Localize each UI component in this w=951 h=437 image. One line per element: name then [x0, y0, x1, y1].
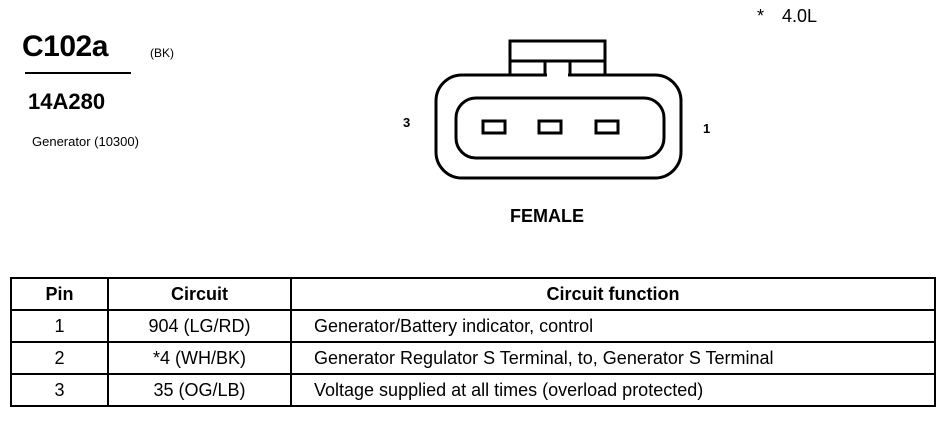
header-circuit-function: Circuit function [290, 277, 936, 311]
pin-slot-3 [481, 119, 507, 135]
cell-pin: 1 [10, 309, 109, 343]
pin-slot-2 [537, 119, 563, 135]
title-underline [25, 72, 131, 74]
table-header-row: Pin Circuit Circuit function [10, 277, 936, 311]
component-name: Generator (10300) [32, 134, 139, 149]
pin-label-right: 1 [703, 121, 711, 136]
cell-function: Generator Regulator S Terminal, to, Gene… [290, 341, 936, 375]
connector-face-diagram [434, 39, 683, 180]
table-row: 3 35 (OG/LB) Voltage supplied at all tim… [10, 373, 936, 407]
connector-housing [434, 73, 683, 180]
cell-pin: 2 [10, 341, 109, 375]
pin-label-left: 3 [403, 115, 411, 130]
table-row: 1 904 (LG/RD) Generator/Battery indicato… [10, 309, 936, 343]
pin-table: Pin Circuit Circuit function 1 904 (LG/R… [10, 277, 936, 407]
connector-color-code: (BK) [150, 46, 174, 60]
cell-circuit: *4 (WH/BK) [107, 341, 292, 375]
engine-note: * 4.0L [757, 6, 817, 27]
cell-pin: 3 [10, 373, 109, 407]
connector-id: C102a [22, 30, 108, 63]
pin-slot-1 [594, 119, 620, 135]
part-number: 14A280 [28, 89, 106, 114]
engine-note-text: 4.0L [782, 6, 818, 26]
table-row: 2 *4 (WH/BK) Generator Regulator S Termi… [10, 341, 936, 375]
header-pin: Pin [10, 277, 109, 311]
connector-gender: FEMALE [510, 206, 584, 226]
engine-note-marker: * [757, 6, 765, 26]
cell-function: Voltage supplied at all times (overload … [290, 373, 936, 407]
connector-cavity [454, 96, 666, 160]
cell-function: Generator/Battery indicator, control [290, 309, 936, 343]
tab-notch-fill [547, 73, 568, 78]
cell-circuit: 35 (OG/LB) [107, 373, 292, 407]
cell-circuit: 904 (LG/RD) [107, 309, 292, 343]
header-circuit: Circuit [107, 277, 292, 311]
